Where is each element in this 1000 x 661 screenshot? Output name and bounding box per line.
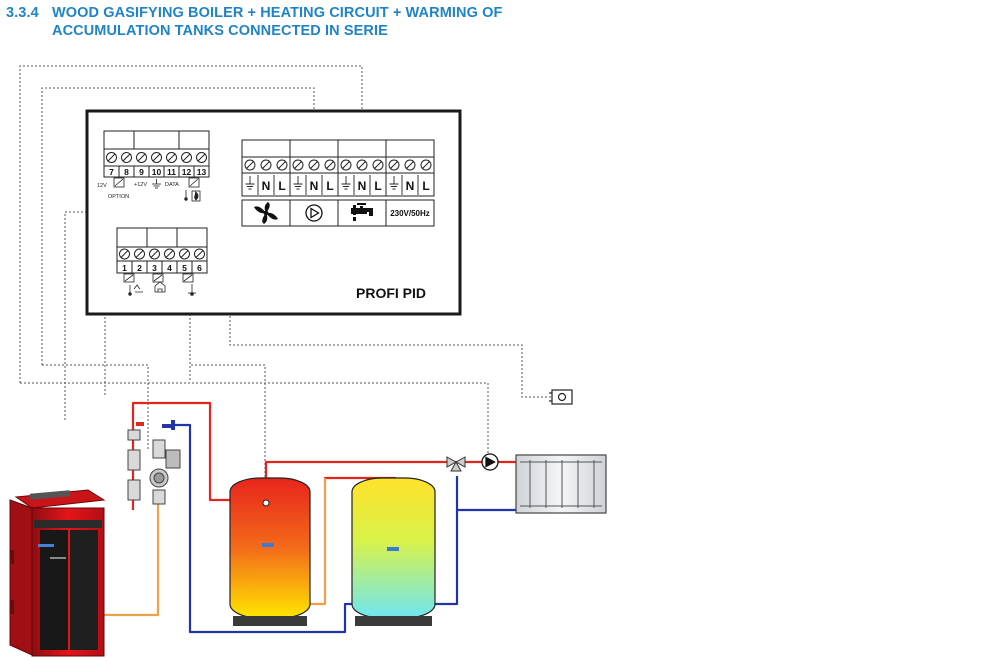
terminal-8: 8 xyxy=(124,167,129,177)
screws-power xyxy=(244,159,432,171)
wood-boiler-icon xyxy=(9,489,106,657)
boiler-sensor-icon xyxy=(133,284,143,293)
power-icon-row xyxy=(241,199,435,227)
flame-sensor-icon xyxy=(184,177,201,202)
pipe-cold-loop xyxy=(172,423,352,634)
terminal-11: 11 xyxy=(167,167,176,177)
terminal-6: 6 xyxy=(197,263,202,273)
label-data: DATA xyxy=(165,182,179,188)
title-line-2: ACCUMULATION TANKS CONNECTED IN SERIE xyxy=(52,23,388,39)
label-l-fan: L xyxy=(278,179,285,193)
terminal-5: 5 xyxy=(182,263,187,273)
label-l-tap: L xyxy=(374,179,381,193)
terminal-9: 9 xyxy=(139,167,144,177)
pipe-cold-return-radiator xyxy=(435,476,516,606)
accumulation-tank-2 xyxy=(351,477,436,626)
terminal-block-sensors xyxy=(116,227,208,274)
label-option: OPTION xyxy=(108,194,129,200)
radiator-icon xyxy=(515,454,607,514)
valve-handles xyxy=(162,420,175,430)
terminal-12: 12 xyxy=(182,167,192,177)
pipe-hot-tank1-top xyxy=(264,460,456,482)
sensor-icons xyxy=(123,273,196,296)
terminal-2: 2 xyxy=(137,263,142,273)
screws-sensors xyxy=(119,248,205,260)
terminal-4: 4 xyxy=(167,263,172,273)
terminal-7: 7 xyxy=(109,167,114,177)
controller-name: PROFI PID xyxy=(356,285,426,301)
terminal-10: 10 xyxy=(152,167,162,177)
label-l-pump: L xyxy=(326,179,333,193)
tap-icon xyxy=(351,203,373,221)
section-number: 3.3.4 xyxy=(6,5,39,21)
wire-pump-power xyxy=(20,382,489,455)
screws-top-left xyxy=(106,152,207,163)
heating-pump-icon xyxy=(481,453,499,471)
label-l-supply: L xyxy=(422,179,429,193)
label-n-pump: N xyxy=(310,179,319,193)
mixing-valve-icon xyxy=(446,456,466,472)
fan-icon xyxy=(254,202,278,224)
pipe-return-tank1 xyxy=(310,478,327,606)
room-sensor-icon xyxy=(549,389,573,405)
wire-boiler-pump xyxy=(42,364,149,450)
wire-tank1-sensor xyxy=(189,364,266,505)
outdoor-sensor-icon xyxy=(154,281,166,293)
wire-room-sensor xyxy=(229,300,552,398)
terminal-block-top-left xyxy=(103,130,210,178)
pump-icon xyxy=(305,204,323,222)
label-plus12v: +12V xyxy=(134,182,147,188)
label-n-tap: N xyxy=(358,179,367,193)
accumulation-tank-1 xyxy=(229,477,311,626)
terminal-13: 13 xyxy=(197,167,207,177)
label-n-supply: N xyxy=(406,179,415,193)
label-n-fan: N xyxy=(262,179,271,193)
terminal-block-power xyxy=(241,139,435,197)
boiler-valves xyxy=(127,429,181,505)
title-line-1: WOOD GASIFYING BOILER + HEATING CIRCUIT … xyxy=(52,5,503,21)
terminal-3: 3 xyxy=(152,263,157,273)
page-title: 3.3.4 WOOD GASIFYING BOILER + HEATING CIR… xyxy=(6,4,502,40)
option-relay-icon xyxy=(113,177,125,188)
ground-icons xyxy=(245,175,419,195)
label-supply: 230V/50Hz xyxy=(390,209,430,218)
controller-box xyxy=(85,109,462,316)
terminal-1: 1 xyxy=(122,263,127,273)
label-12v: 12V xyxy=(97,183,107,189)
ground-icon-data xyxy=(152,179,161,189)
wire-outer-top xyxy=(19,65,363,383)
pipe-return-boiler xyxy=(100,500,160,617)
